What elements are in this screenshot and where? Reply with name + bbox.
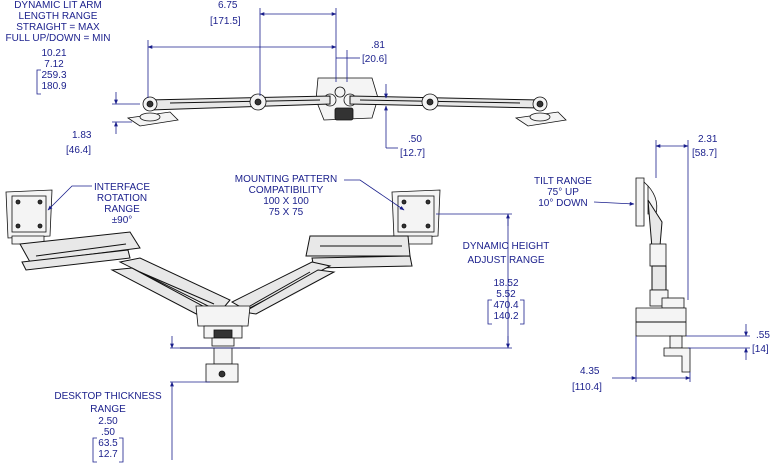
tilt-range-3: 10° DOWN xyxy=(538,198,588,209)
arm-range-in-min: 7.12 xyxy=(44,59,64,70)
thickness-values: 2.50 .50 63.5 12.7 xyxy=(86,416,130,460)
interface-rotation-label: INTERFACE ROTATION RANGE ±90° xyxy=(82,182,162,226)
depth-in: 2.31 xyxy=(698,134,718,145)
arm-range-values: 10.21 7.12 259.3 180.9 xyxy=(34,48,74,92)
mounting-pattern-3: 100 X 100 xyxy=(263,196,309,207)
offset-in: .81 xyxy=(371,40,385,51)
bracket-mm-bracket: [12.7] xyxy=(400,148,426,159)
base-height-mm: 46.4 xyxy=(68,145,89,156)
clamp-mm: 14 xyxy=(754,344,766,355)
base-height-in: 1.83 xyxy=(72,130,92,141)
top-view-mount xyxy=(126,77,567,127)
thickness-mm-bracket-right xyxy=(119,437,124,463)
desktop-thickness-label: DESKTOP THICKNESS RANGE xyxy=(50,390,166,416)
dynamic-height-label: DYNAMIC HEIGHT ADJUST RANGE xyxy=(456,240,556,268)
arm-range-title-4: FULL UP/DOWN = MIN xyxy=(5,33,111,44)
height-mm-min: 140.2 xyxy=(493,311,519,322)
base-mm-bracket: [110.4] xyxy=(572,382,602,393)
depth-mm-bracket: [58.7] xyxy=(692,148,718,159)
offset-mm-bracket: [20.6] xyxy=(362,54,388,65)
dynamic-height-1: DYNAMIC HEIGHT xyxy=(462,241,550,252)
arm-range-mm-bracket xyxy=(36,69,41,95)
tilt-range-label: TILT RANGE 75° UP 10° DOWN xyxy=(528,176,598,209)
tilt-range-2: 75° UP xyxy=(547,187,579,198)
base-in: 4.35 xyxy=(580,366,600,377)
spacing-mm-bracket: [171.5] xyxy=(210,16,241,27)
desktop-thickness-2: RANGE xyxy=(90,404,126,415)
clamp-in: .55 xyxy=(756,330,770,341)
thickness-mm-min: 12.7 xyxy=(98,449,118,460)
depth-mm: 58.7 xyxy=(694,148,715,159)
bracket-mm: 12.7 xyxy=(402,148,423,159)
dynamic-height-2: ADJUST RANGE xyxy=(467,255,545,266)
interface-rotation-1: INTERFACE xyxy=(93,182,151,193)
height-in-min: 5.52 xyxy=(496,289,516,300)
height-mm-max: 470.4 xyxy=(493,300,519,311)
bracket-in: .50 xyxy=(408,134,422,145)
thickness-mm-max: 63.5 xyxy=(98,438,118,449)
base-mm: 110.4 xyxy=(574,382,600,393)
mounting-pattern-2: COMPATIBILITY xyxy=(248,185,324,196)
clamp-mm-bracket: [14] xyxy=(752,344,769,355)
desktop-thickness-1: DESKTOP THICKNESS xyxy=(54,391,162,402)
arm-range-in-max: 10.21 xyxy=(41,48,67,59)
interface-rotation-2: ROTATION xyxy=(96,193,148,204)
height-in-max: 18.52 xyxy=(493,278,519,289)
mounting-pattern-label: MOUNTING PATTERN COMPATIBILITY 100 X 100… xyxy=(226,174,346,218)
arm-range-title-1: DYNAMIC LIT ARM xyxy=(14,0,102,11)
interface-rotation-3: RANGE xyxy=(104,204,140,215)
height-range-values: 18.52 5.52 470.4 140.2 xyxy=(484,278,528,322)
top-view-dimensions xyxy=(112,8,398,149)
spacing-mm: 171.5 xyxy=(212,16,238,27)
height-mm-bracket-right xyxy=(520,299,525,325)
arm-range-title-3: STRAIGHT = MAX xyxy=(16,22,100,33)
mounting-pattern-1: MOUNTING PATTERN xyxy=(234,174,338,185)
arm-range-mm-min: 180.9 xyxy=(41,81,67,92)
arm-range-title-2: LENGTH RANGE xyxy=(18,11,98,22)
base-height-mm-bracket: [46.4] xyxy=(66,145,92,156)
offset-mm: 20.6 xyxy=(364,54,385,65)
arm-length-range-label: DYNAMIC LIT ARM LENGTH RANGE STRAIGHT = … xyxy=(0,0,116,44)
side-view-dimensions xyxy=(593,140,750,382)
side-view-mount xyxy=(635,177,691,373)
arm-range-mm-max: 259.3 xyxy=(41,70,67,81)
spacing-in: 6.75 xyxy=(218,0,238,11)
front-view-mount xyxy=(5,189,441,383)
thickness-mm-bracket-left xyxy=(92,437,97,463)
thickness-in-min: .50 xyxy=(101,427,115,438)
interface-rotation-4: ±90° xyxy=(111,215,133,226)
mounting-pattern-4: 75 X 75 xyxy=(268,207,304,218)
front-view-dimensions xyxy=(47,179,512,460)
height-mm-bracket-left xyxy=(487,299,492,325)
thickness-in-max: 2.50 xyxy=(98,416,118,427)
tilt-range-1: TILT RANGE xyxy=(534,176,592,187)
